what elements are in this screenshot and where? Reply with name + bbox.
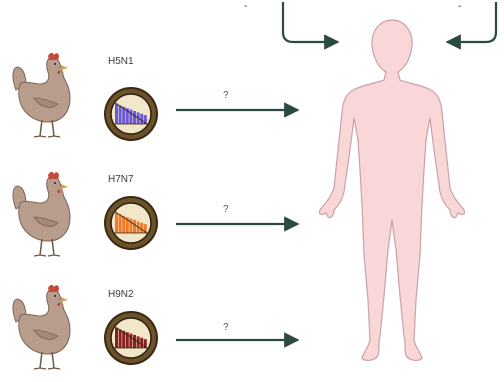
top-mark-left: - bbox=[244, 1, 247, 12]
chicken-3 bbox=[13, 285, 70, 369]
top-left-arrow bbox=[283, 2, 338, 42]
virus-bar bbox=[129, 219, 132, 233]
virus-bar bbox=[140, 114, 143, 124]
virus-h9n2-icon bbox=[104, 311, 158, 365]
virus-bar bbox=[140, 223, 143, 233]
virus-bar bbox=[133, 111, 136, 124]
virus-bar bbox=[129, 334, 132, 348]
question-mark-2: ? bbox=[223, 204, 229, 215]
top-mark-right: - bbox=[458, 1, 461, 12]
strain-label-h9n2: H9N2 bbox=[108, 289, 134, 300]
virus-bar bbox=[133, 335, 136, 348]
top-right-arrow bbox=[447, 2, 496, 42]
strain-label-h5n1: H5N1 bbox=[108, 56, 134, 67]
virus-bar bbox=[133, 220, 136, 233]
virus-bar bbox=[115, 104, 118, 124]
human-figure bbox=[319, 20, 464, 360]
virus-bar bbox=[119, 214, 122, 233]
chicken-1 bbox=[13, 53, 70, 137]
strain-label-h7n7: H7N7 bbox=[108, 174, 134, 185]
question-mark-1: ? bbox=[223, 90, 229, 101]
question-mark-3: ? bbox=[223, 322, 229, 333]
virus-bar bbox=[129, 110, 132, 124]
virus-bar bbox=[115, 328, 118, 348]
virus-h7n7-icon bbox=[104, 196, 158, 250]
virus-bar bbox=[119, 105, 122, 124]
virus-bar bbox=[140, 338, 143, 348]
virus-h5n1-icon bbox=[104, 87, 158, 141]
virus-bar bbox=[119, 329, 122, 348]
chicken-2 bbox=[13, 172, 70, 256]
virus-bar bbox=[115, 213, 118, 233]
